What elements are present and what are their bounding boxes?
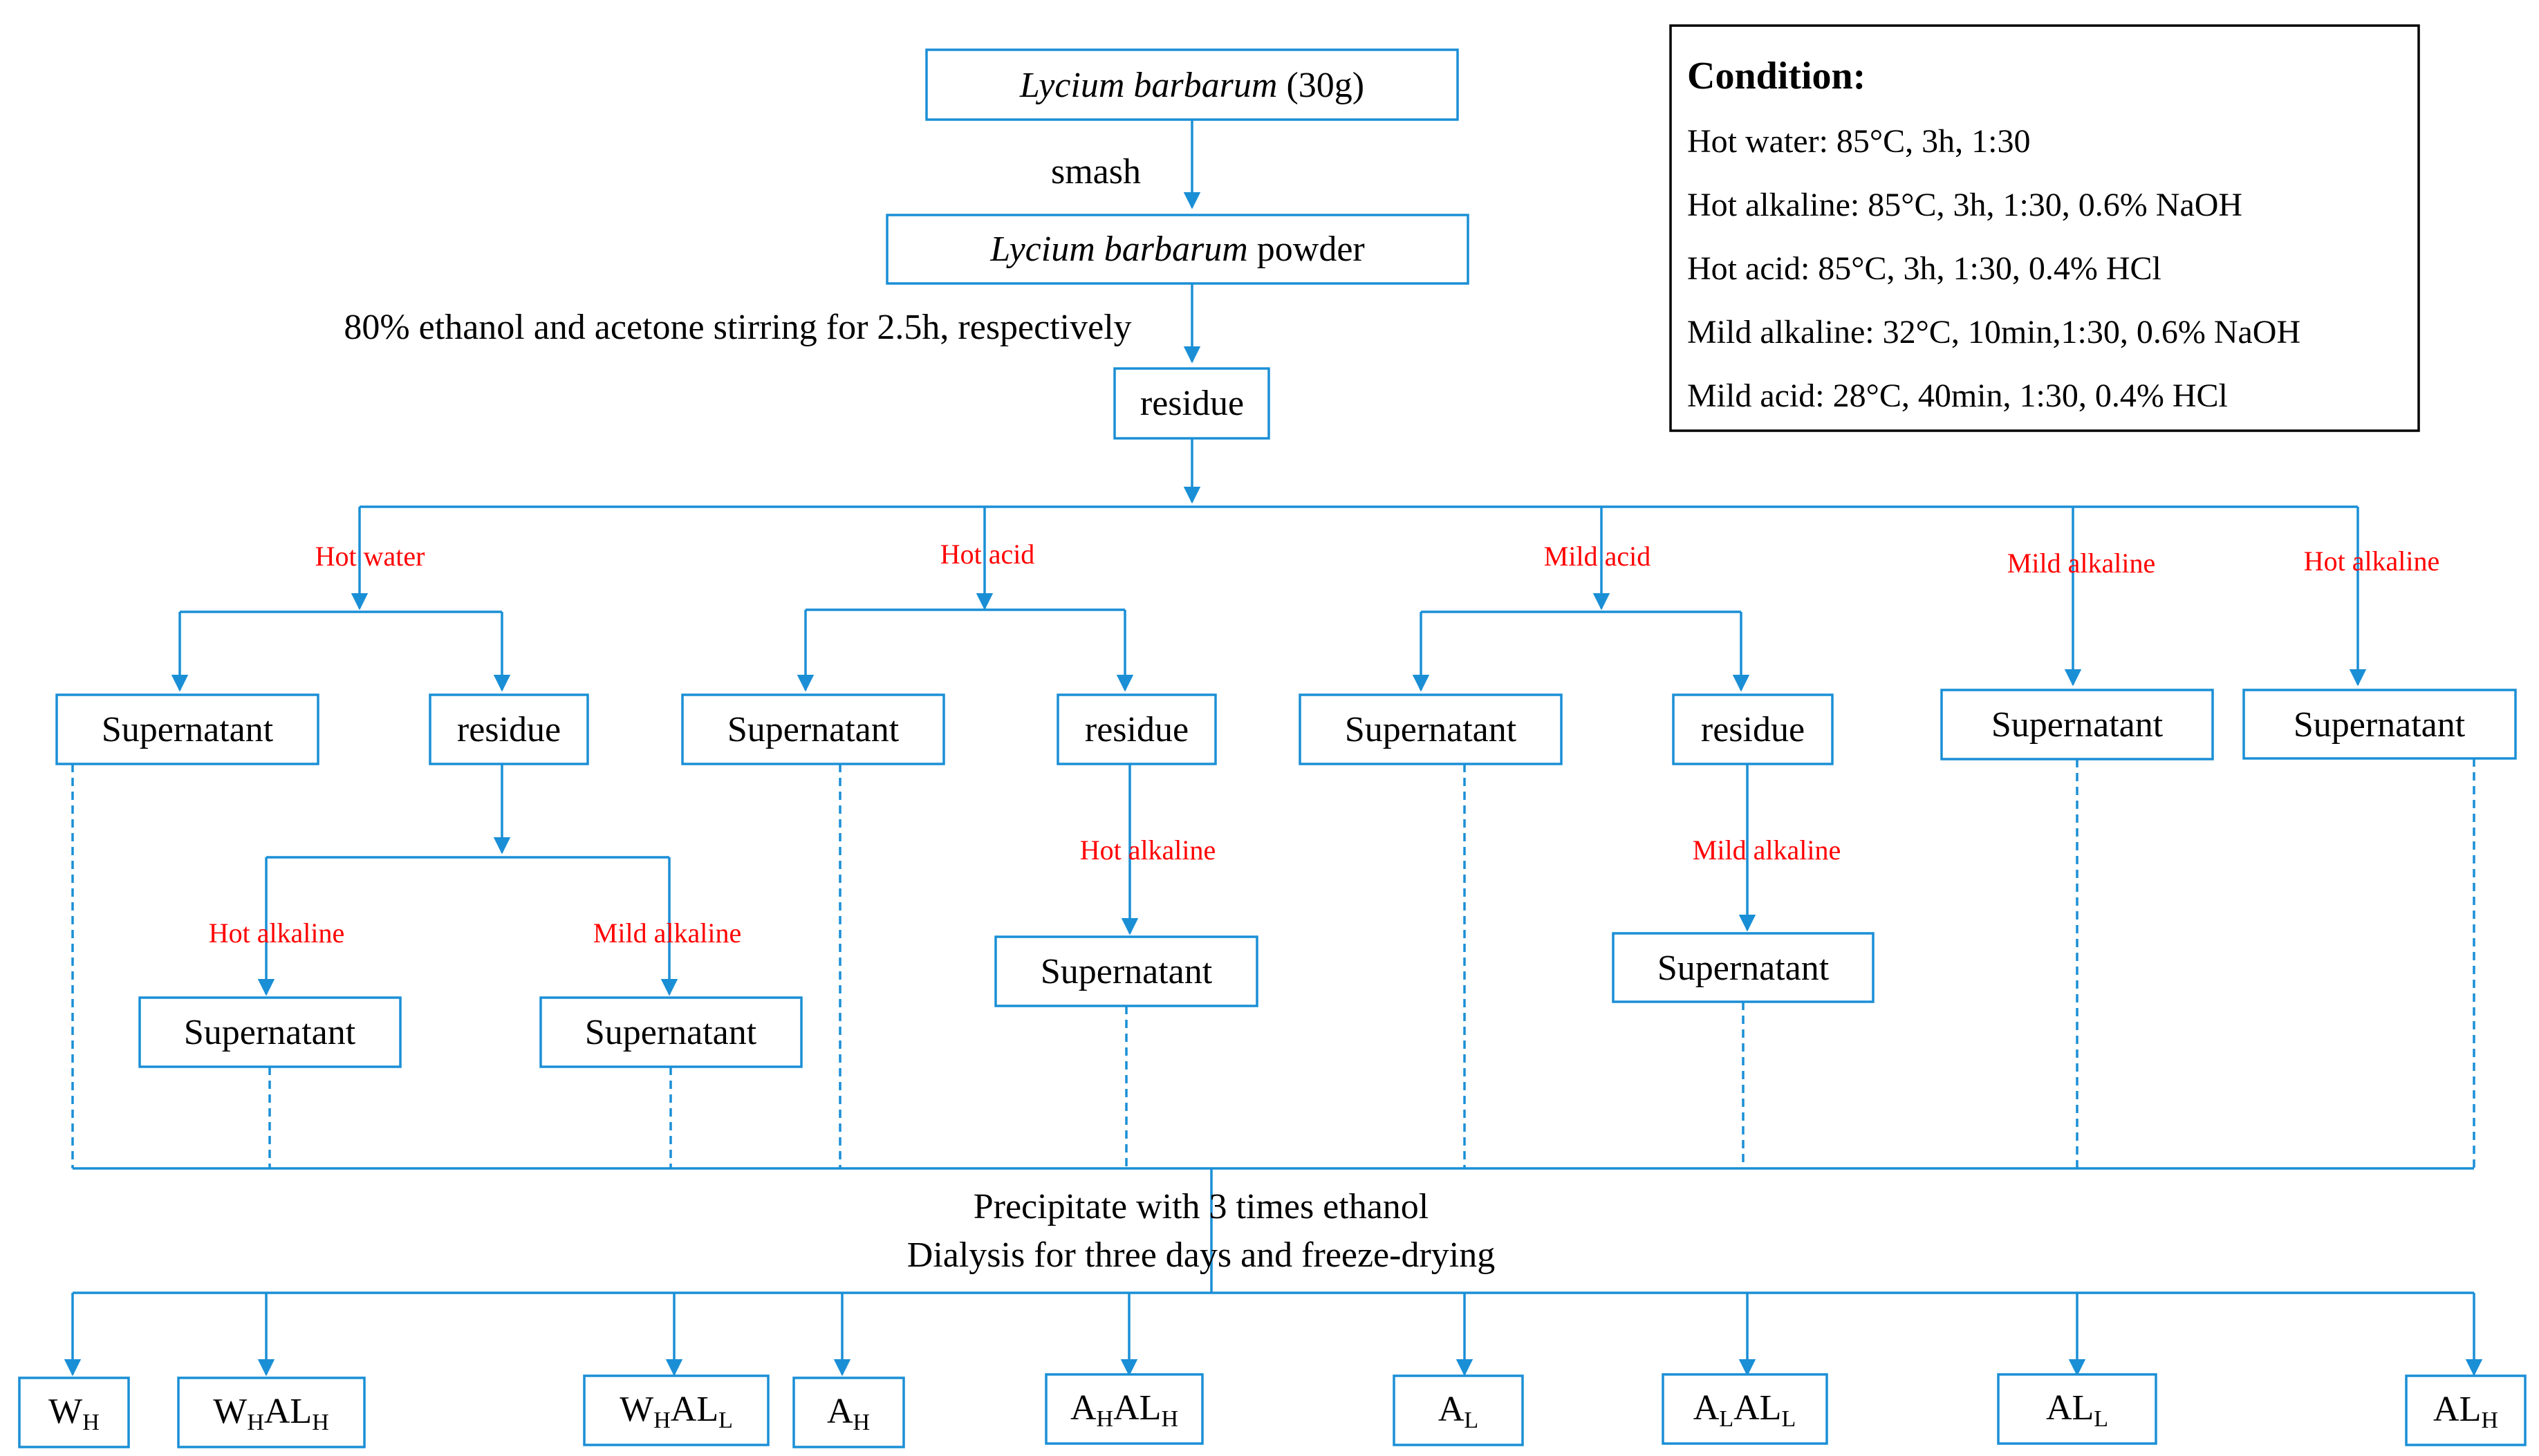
svg-text:Supernatant: Supernatant: [1041, 952, 1213, 991]
svg-text:ALALL: ALALL: [1693, 1388, 1796, 1432]
start-amount: (30g): [1277, 66, 1364, 105]
product-whall: WHALL: [583, 1374, 770, 1446]
supernatant-mild-alkaline: Supernatant: [1940, 689, 2214, 760]
method-hot-alkaline: Hot alkaline: [2304, 545, 2440, 577]
powder-box: Lycium barbarum powder: [886, 214, 1469, 285]
method-hot-acid: Hot acid: [940, 539, 1035, 570]
svg-text:WHALL: WHALL: [620, 1390, 733, 1433]
main-residue-box: residue: [1113, 367, 1270, 440]
svg-text:AH: AH: [827, 1392, 870, 1435]
supernatant-acid-hot-alkaline: Supernatant: [994, 935, 1258, 1007]
product-al: AL: [1393, 1374, 1524, 1446]
supernatant-hot-water: Supernatant: [55, 693, 319, 765]
svg-text:Lycium barbarum powder: Lycium barbarum powder: [989, 230, 1365, 269]
svg-text:WH: WH: [48, 1392, 100, 1435]
method-mild-alkaline-3: Mild alkaline: [1693, 834, 1841, 866]
svg-text:residue: residue: [1140, 384, 1244, 423]
supernatant-mild-acid: Supernatant: [1299, 693, 1563, 765]
svg-text:WHALH: WHALH: [213, 1392, 329, 1435]
condition-hot-alkaline: Hot alkaline: 85°C, 3h, 1:30, 0.6% NaOH: [1687, 187, 2242, 223]
residue-hot-water: residue: [429, 693, 589, 765]
precipitate-line2: Dialysis for three days and freeze-dryin…: [907, 1235, 1495, 1275]
product-ahalh: AHALH: [1045, 1373, 1204, 1445]
method-mild-alkaline-2: Mild alkaline: [593, 917, 741, 949]
supernatant-acid-mild-alkaline: Supernatant: [1612, 932, 1875, 1003]
product-whalh: WHALH: [177, 1376, 366, 1448]
product-wh: WH: [18, 1376, 130, 1448]
powder-species: Lycium barbarum: [989, 230, 1248, 269]
condition-hot-water: Hot water: 85°C, 3h, 1:30: [1687, 123, 2030, 160]
svg-text:AHALH: AHALH: [1070, 1388, 1178, 1432]
residue-hot-acid: residue: [1057, 693, 1217, 765]
supernatant-water-hot-alkaline: Supernatant: [138, 996, 402, 1068]
supernatant-hot-acid: Supernatant: [681, 693, 945, 765]
product-all: ALL: [1997, 1373, 2157, 1445]
svg-text:residue: residue: [457, 710, 561, 749]
condition-title: Condition:: [1687, 55, 1866, 97]
method-hot-water: Hot water: [315, 541, 425, 572]
method-hot-alkaline-2: Hot alkaline: [209, 917, 345, 949]
svg-text:Supernatant: Supernatant: [2294, 705, 2466, 745]
condition-hot-acid: Hot acid: 85°C, 3h, 1:30, 0.4% HCl: [1687, 250, 2161, 287]
condition-mild-acid: Mild acid: 28°C, 40min, 1:30, 0.4% HCl: [1687, 377, 2228, 414]
powder-word: powder: [1248, 230, 1365, 269]
svg-text:Supernatant: Supernatant: [1657, 949, 1830, 988]
smash-label: smash: [1051, 152, 1141, 192]
svg-text:Lycium barbarum (30g): Lycium barbarum (30g): [1019, 66, 1364, 105]
svg-text:Supernatant: Supernatant: [727, 710, 900, 749]
svg-text:ALL: ALL: [2046, 1388, 2108, 1432]
product-alh: ALH: [2405, 1374, 2527, 1446]
product-alall: ALALL: [1662, 1373, 1828, 1445]
precipitate-line1: Precipitate with 3 times ethanol: [974, 1187, 1429, 1226]
start-box: Lycium barbarum (30g): [925, 48, 1459, 121]
svg-text:residue: residue: [1085, 710, 1189, 749]
product-ah: AH: [792, 1376, 905, 1448]
supernatant-hot-alkaline: Supernatant: [2242, 689, 2517, 760]
method-mild-acid: Mild acid: [1544, 541, 1650, 572]
start-species: Lycium barbarum: [1019, 66, 1278, 105]
svg-text:Supernatant: Supernatant: [1991, 705, 2164, 745]
svg-text:Supernatant: Supernatant: [102, 710, 274, 749]
pretreat-label: 80% ethanol and acetone stirring for 2.5…: [344, 308, 1131, 347]
svg-text:residue: residue: [1701, 710, 1805, 749]
method-hot-alkaline-3: Hot alkaline: [1080, 834, 1216, 866]
svg-text:ALH: ALH: [2433, 1390, 2498, 1433]
condition-mild-alkaline: Mild alkaline: 32°C, 10min,1:30, 0.6% Na…: [1687, 314, 2300, 351]
method-mild-alkaline: Mild alkaline: [2007, 548, 2155, 579]
svg-text:Supernatant: Supernatant: [184, 1013, 356, 1052]
condition-panel: Condition: Hot water: 85°C, 3h, 1:30 Hot…: [1669, 24, 2420, 432]
svg-text:Supernatant: Supernatant: [585, 1013, 757, 1052]
residue-mild-acid: residue: [1672, 693, 1834, 765]
supernatant-water-mild-alkaline: Supernatant: [539, 996, 803, 1068]
svg-text:AL: AL: [1438, 1390, 1478, 1433]
svg-text:Supernatant: Supernatant: [1345, 710, 1517, 749]
